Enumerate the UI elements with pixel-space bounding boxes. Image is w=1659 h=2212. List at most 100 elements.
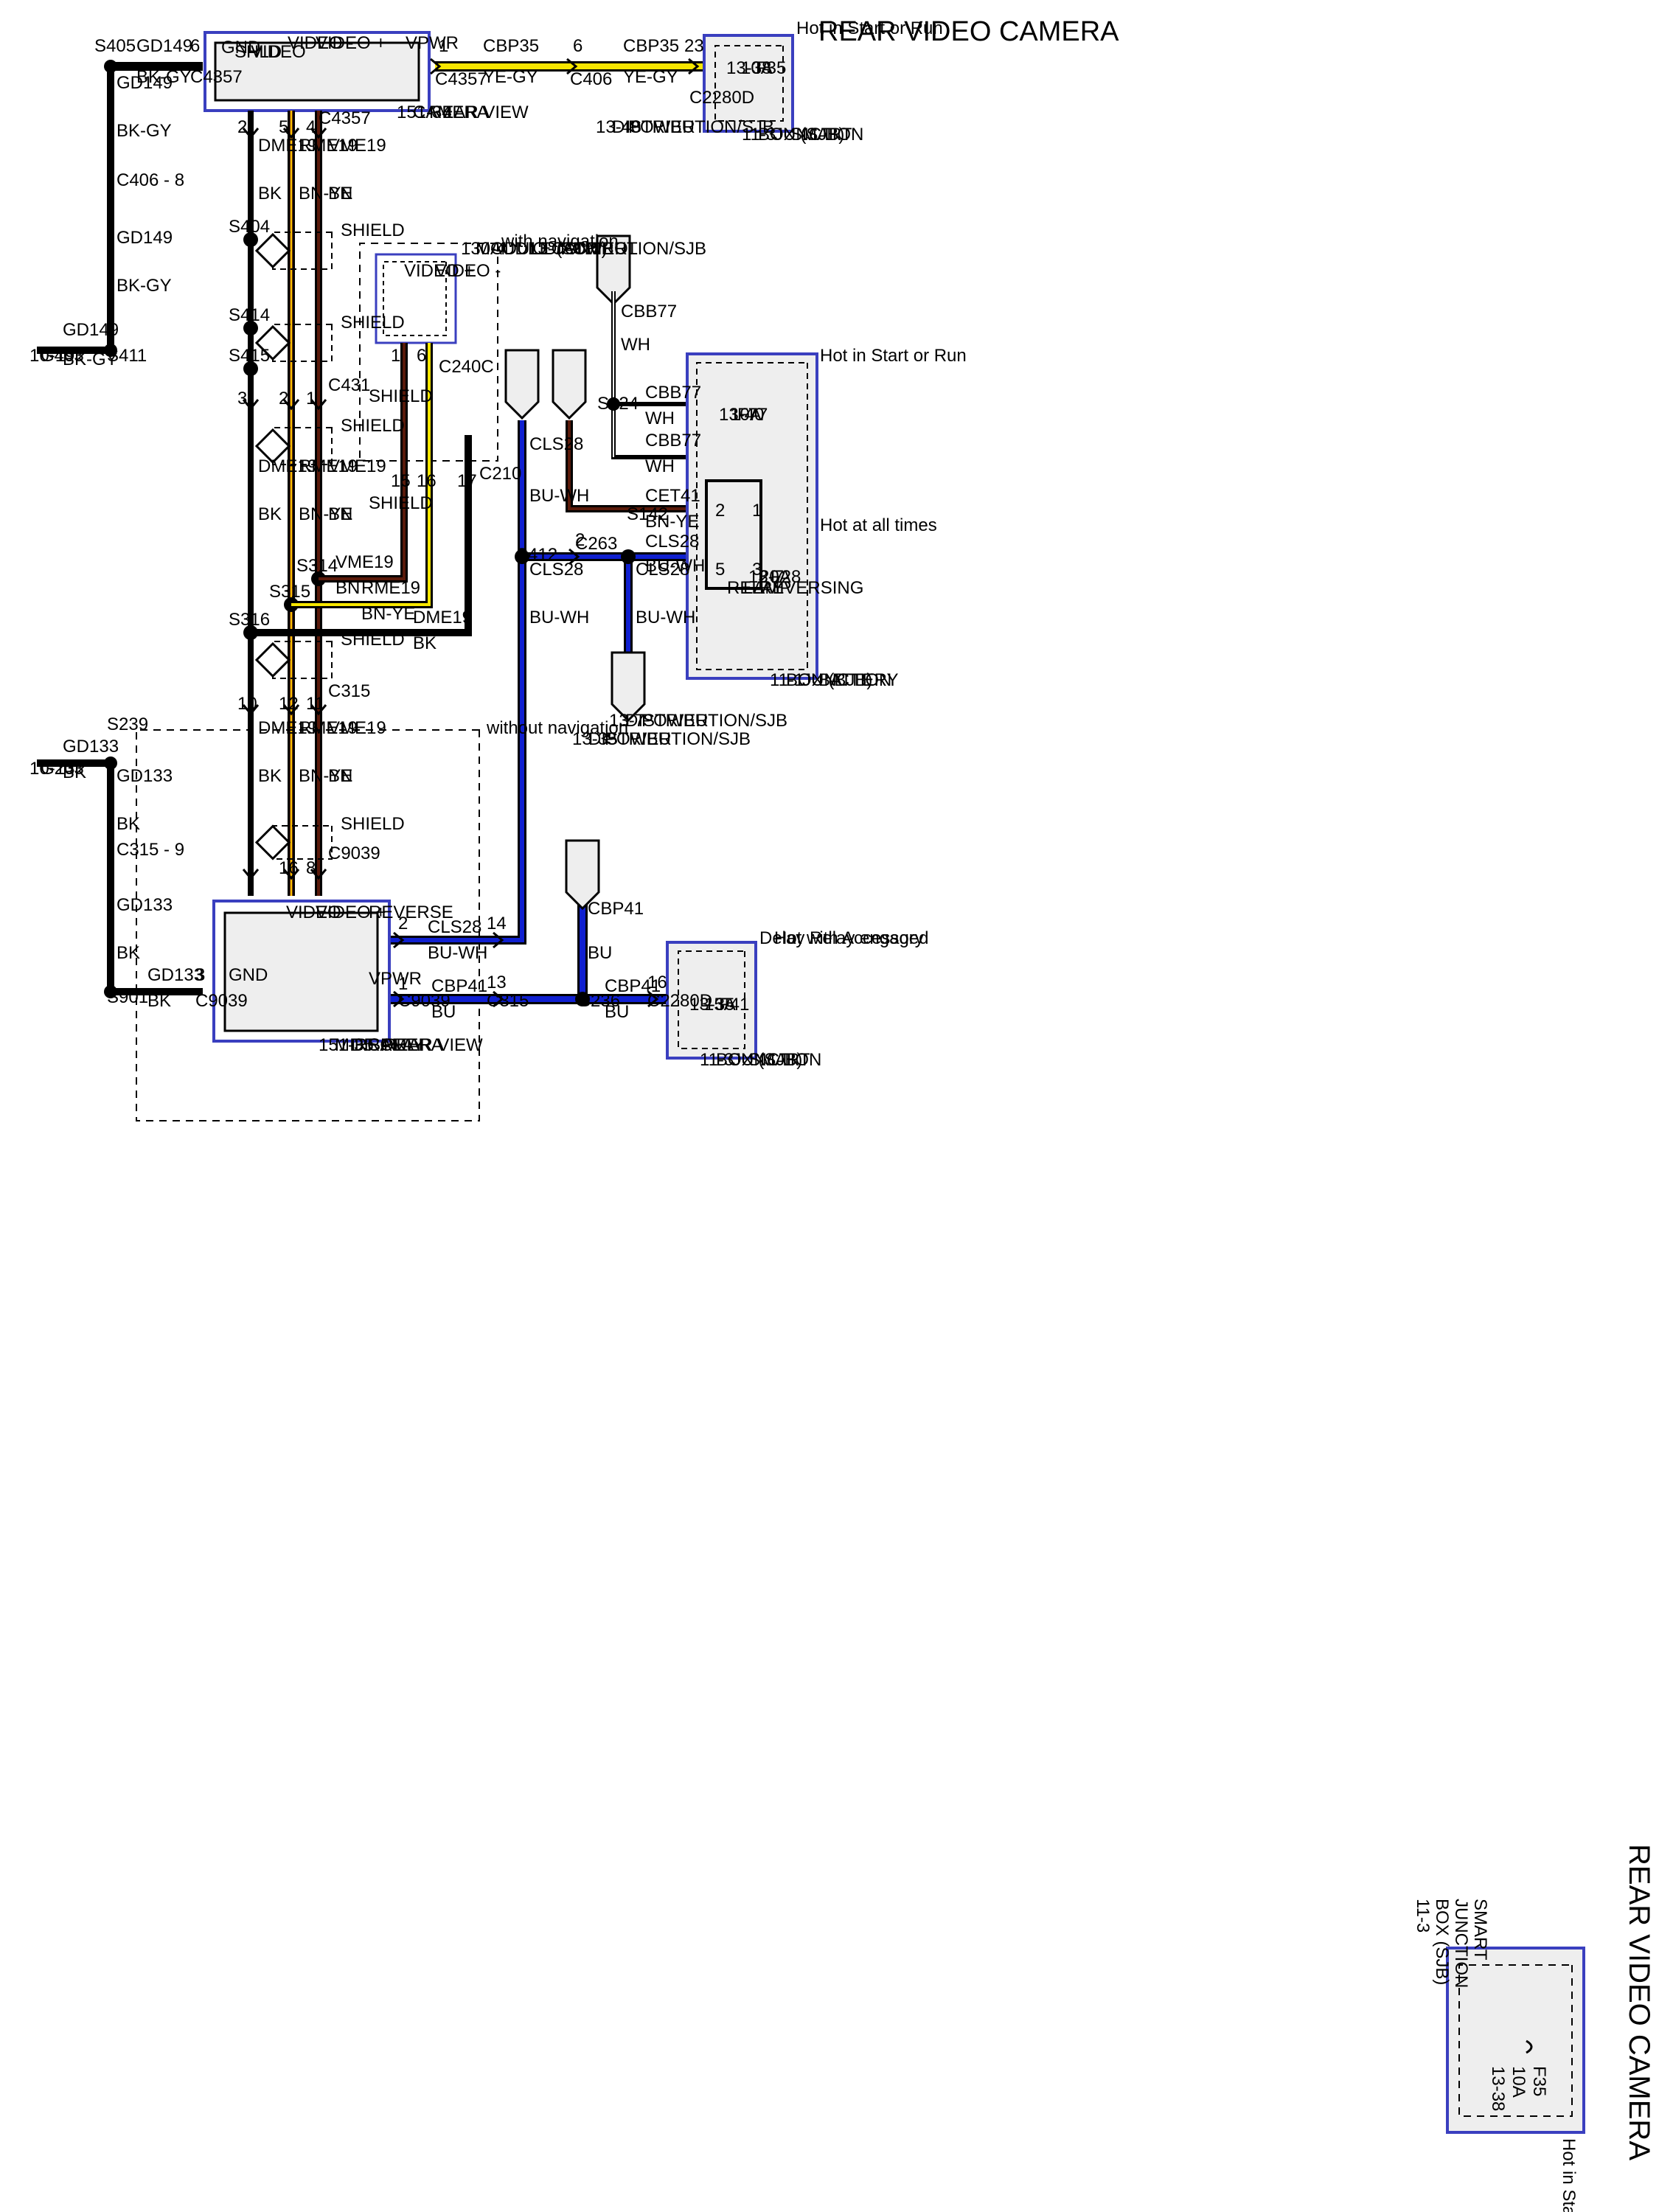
chev-432-962 <box>310 704 327 716</box>
chev-395-962 <box>282 704 300 716</box>
vme19-hc: BN <box>335 578 360 598</box>
c4357-vid: C4357 <box>319 108 371 128</box>
sjb-top-name-4: 11-3 <box>1413 1899 1433 1933</box>
mirror-name-2: DISPLAY <box>351 1035 425 1055</box>
sjb-b-note2: Delay Relay engaged <box>759 928 929 948</box>
rme19-h: RME19 <box>361 578 420 598</box>
acm-dashed <box>359 243 498 462</box>
pd-mid <box>552 349 587 420</box>
relay-1: 1 <box>752 501 762 521</box>
vpin-top-1: 5 <box>279 117 288 137</box>
gd149-v2: BK-GY <box>116 121 172 141</box>
chev-395-1185 <box>282 869 300 880</box>
c406-label: C406 <box>570 69 612 89</box>
camera-inner <box>214 41 420 102</box>
c9039-vid: C9039 <box>328 844 380 863</box>
f35: F35 <box>756 58 786 78</box>
g203-ref: 10-13 <box>29 759 74 779</box>
f77-amps: 10A <box>730 405 762 425</box>
c4357-top: C4357 <box>435 69 487 89</box>
wire-cet41-stripe <box>568 420 687 510</box>
chev-c315-vpwr <box>493 990 504 1008</box>
pin-3-b: 3 <box>195 965 205 985</box>
wire-cls28-mirror-stripe <box>391 420 524 942</box>
gd149-v3: GD149 <box>116 228 173 248</box>
c315-vpwr: C315 <box>487 991 529 1011</box>
gd133-gc: BK <box>63 762 86 782</box>
pin-6-a: 6 <box>190 36 200 56</box>
cam-pin-gnd: GND <box>221 38 260 58</box>
vpin-bot-0: 16 <box>279 858 299 878</box>
gd133-v2: BK <box>116 814 140 834</box>
vlabel-code-2: DME19 <box>258 136 317 156</box>
cls28-v2: CLS28 <box>529 560 583 580</box>
f77-ref: 13-40 <box>719 405 764 425</box>
shield-label-1: SHIELD <box>341 313 405 333</box>
s314: S314 <box>296 556 338 576</box>
s142-dot <box>621 549 636 564</box>
mirror-dashed <box>136 729 480 1121</box>
f35-ref: 13-38 <box>726 58 771 78</box>
c315-9: C315 - 9 <box>116 840 184 860</box>
acm-name-1: AUDIO CONTROL <box>490 239 638 259</box>
vpin-low-0: 10 <box>237 694 257 714</box>
vlabel-color-8: BK <box>258 766 282 786</box>
s412-dot <box>515 549 529 564</box>
fuse-f35: F35 <box>1529 2066 1549 2096</box>
f28: F28 <box>771 567 801 587</box>
pd-bot2-l1: DISTRIBUTION/SJB <box>588 729 751 749</box>
relay-box <box>705 479 762 590</box>
s404: S404 <box>229 217 270 237</box>
bjb-note1: Hot in Start or Run <box>820 346 967 366</box>
sjb-b-name-0: SMART <box>748 1050 810 1070</box>
sjb-top-inner <box>714 45 784 122</box>
s236-dot <box>575 992 590 1006</box>
s236: S236 <box>579 991 620 1011</box>
s315: S315 <box>269 582 310 602</box>
vme19-h: VME19 <box>335 552 394 572</box>
cbp35-color-1: YE-GY <box>483 67 538 87</box>
vpin-bot-1: 8 <box>306 858 316 878</box>
chev-432-1185 <box>310 869 327 880</box>
gd149-code: GD149 <box>136 36 192 56</box>
acm-video-plus: VIDEO + <box>404 261 474 281</box>
s411: S411 <box>107 346 147 366</box>
s412: S412 <box>516 545 557 565</box>
mirror-gnd: GND <box>229 965 268 985</box>
vlabel-code-3: VME19 <box>328 456 386 476</box>
cam-pin-vshld-2: SHLD <box>234 42 282 62</box>
sjb-t-n2: JUNCTION <box>774 125 863 145</box>
sjb-top-note-r: Hot in Start or Run <box>796 18 943 38</box>
cbp35-code-1: CBP35 <box>483 36 539 56</box>
cbp41-vc: BU <box>588 943 612 963</box>
shield-mark-1 <box>254 324 291 361</box>
vlabel-code-4: RME19 <box>299 456 358 476</box>
chev-340-180 <box>242 128 260 139</box>
chev-340-962 <box>242 704 260 716</box>
s411-dot <box>104 344 117 357</box>
vlabel-code-5: DME19 <box>258 456 317 476</box>
sjb-b-name-3: 11-3 <box>700 1050 734 1070</box>
vlabel-color-4: BN-YE <box>299 504 352 524</box>
cbb77-h1: CBB77 <box>645 383 701 403</box>
chev-c9039-vpwr <box>393 990 405 1008</box>
relay-2: 2 <box>715 501 725 521</box>
f35-amps: 10A <box>741 58 773 78</box>
cbp35-color-2: YE-GY <box>623 67 678 87</box>
cls28-v1c: BU-WH <box>529 486 589 506</box>
c240c: C240C <box>439 357 494 377</box>
cbb77-h1c: WH <box>645 408 675 428</box>
gd133-h: GD133 <box>147 965 204 985</box>
vpin-low-1: 12 <box>279 694 299 714</box>
vlabel-code-7: RME19 <box>299 718 358 738</box>
sjb-t-n3: BOX (SJB) <box>758 125 844 145</box>
relay-l0: REVERSING <box>759 578 863 598</box>
vlabel-color-0: BN <box>328 184 352 204</box>
gd133-v3: GD133 <box>116 895 173 915</box>
wire-acm-vme19-stripe <box>319 343 406 580</box>
acm-pin-6: 6 <box>417 346 426 366</box>
mirror-vpwr: VPWR <box>369 969 422 989</box>
cbb77-h2: CBB77 <box>645 431 701 451</box>
s901: S901 <box>107 987 148 1007</box>
